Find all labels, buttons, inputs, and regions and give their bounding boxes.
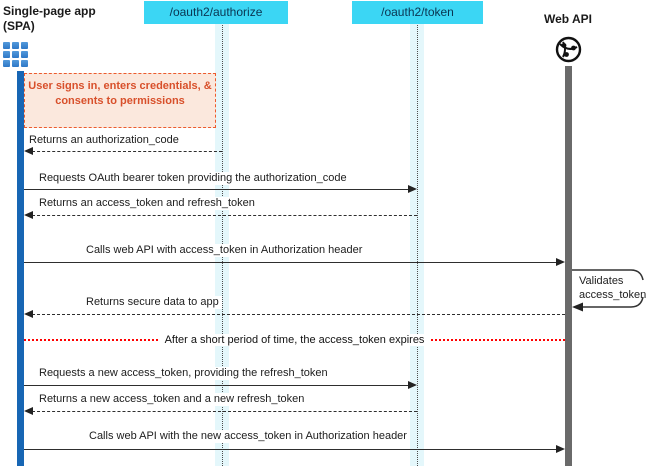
spa-actor-label-line1: Single-page app [3, 4, 96, 18]
token-endpoint-box: /oauth2/token [352, 1, 483, 24]
web-api-actor-label: Web API [543, 12, 592, 26]
token-expiry-separator: After a short period of time, the access… [24, 332, 566, 347]
arrowhead-right [556, 445, 565, 453]
separator-text: After a short period of time, the access… [157, 333, 432, 346]
web-api-activation-bar [565, 66, 572, 466]
spa-actor-label: Single-page app (SPA) [3, 4, 96, 34]
message-label: Returns secure data to app [83, 296, 222, 309]
message-line [32, 215, 417, 216]
separator-line-left [24, 338, 158, 341]
message-line [24, 449, 557, 450]
message-line [32, 314, 565, 315]
arrowhead-right [408, 381, 417, 389]
message-line [32, 151, 222, 152]
arrowhead-left [24, 147, 33, 155]
spa-actor-label-line2: (SPA) [3, 19, 35, 33]
message-line [24, 385, 409, 386]
app-grid-icon [3, 42, 28, 67]
arrowhead-right [556, 258, 565, 266]
message-label: Calls web API with the new access_token … [86, 430, 410, 443]
message-line [32, 411, 417, 412]
arrowhead-right [408, 185, 417, 193]
spa-activation-bar [17, 71, 24, 466]
validates-note-line1: Validates [579, 275, 624, 287]
message-line [24, 189, 409, 190]
authorize-endpoint-box: /oauth2/authorize [144, 1, 288, 24]
sign-in-note: User signs in, enters credentials, & con… [24, 73, 216, 128]
message-label: Calls web API with access_token in Autho… [83, 244, 366, 257]
arrowhead-left [24, 310, 33, 318]
message-label: Requests a new access_token, providing t… [36, 367, 331, 380]
separator-line-right [431, 338, 566, 341]
validates-note: Validates access_token [579, 274, 646, 302]
message-label: Requests OAuth bearer token providing th… [36, 172, 350, 185]
arrowhead-left [24, 211, 33, 219]
message-label: Returns an authorization_code [26, 134, 182, 147]
validates-note-line2: access_token [579, 289, 647, 301]
arrowhead-left [24, 407, 33, 415]
message-label: Returns a new access_token and a new ref… [36, 393, 308, 406]
globe-network-icon [555, 36, 582, 63]
self-call-bracket [572, 269, 644, 312]
message-label: Returns an access_token and refresh_toke… [36, 197, 258, 210]
message-line [24, 262, 557, 263]
token-lifeline [417, 23, 418, 466]
